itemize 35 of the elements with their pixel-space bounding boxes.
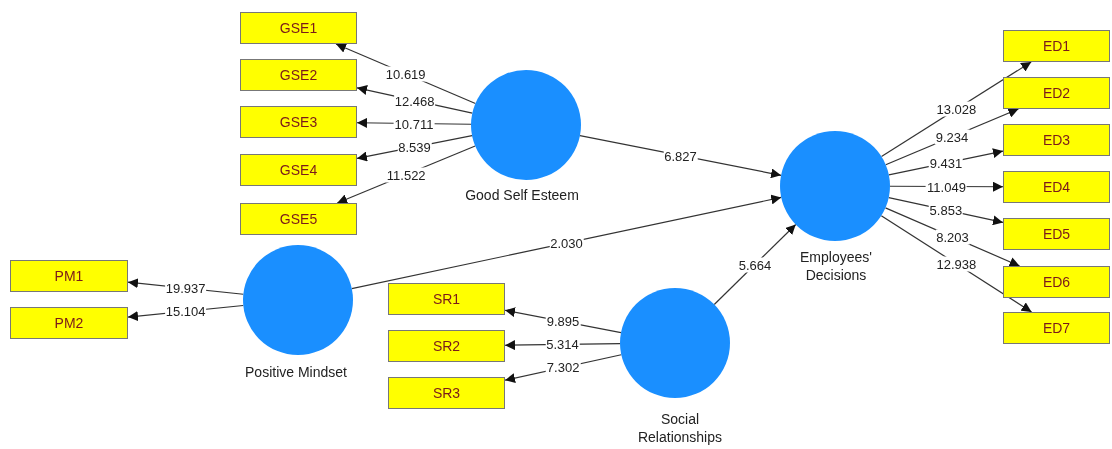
edge-label: 13.028	[935, 101, 978, 117]
indicator-box: GSE1	[240, 12, 357, 44]
indicator-box: ED6	[1003, 266, 1110, 298]
edge-label: 5.664	[737, 257, 773, 272]
indicator-box: ED2	[1003, 77, 1110, 109]
indicator-box: SR2	[388, 330, 505, 362]
indicator-box: GSE2	[240, 59, 357, 91]
edge-label: 12.938	[935, 256, 978, 272]
edge-label: 8.203	[935, 229, 970, 245]
edge-label: 8.539	[397, 139, 432, 155]
edge-label: 12.468	[393, 93, 436, 108]
edge-label: 10.619	[384, 66, 427, 82]
construct-label: Employees' Decisions	[799, 248, 873, 284]
indicator-box: ED3	[1003, 124, 1110, 156]
indicator-box: ED4	[1003, 171, 1110, 203]
indicator-box: SR3	[388, 377, 505, 409]
edge-label: 9.431	[928, 155, 964, 171]
construct-label: Good Self Esteem	[464, 186, 580, 204]
construct-label: Positive Mindset	[244, 363, 348, 381]
indicator-box: ED1	[1003, 30, 1110, 62]
indicator-box: ED5	[1003, 218, 1110, 250]
edge-label: 5.853	[928, 202, 964, 218]
indicator-box: ED7	[1003, 312, 1110, 344]
edge-label: 9.234	[934, 129, 970, 145]
indicator-box: GSE4	[240, 154, 357, 186]
indicator-box: SR1	[388, 283, 505, 315]
indicator-box: GSE3	[240, 106, 357, 138]
edge-label: 11.522	[385, 167, 427, 182]
edge-label: 2.030	[549, 235, 584, 251]
construct-label: Social Relationships	[636, 410, 724, 446]
indicator-box: PM2	[10, 307, 128, 339]
indicator-box: PM1	[10, 260, 128, 292]
edge-label: 6.827	[663, 148, 698, 163]
indicator-box: GSE5	[240, 203, 357, 235]
arrow	[351, 194, 782, 290]
